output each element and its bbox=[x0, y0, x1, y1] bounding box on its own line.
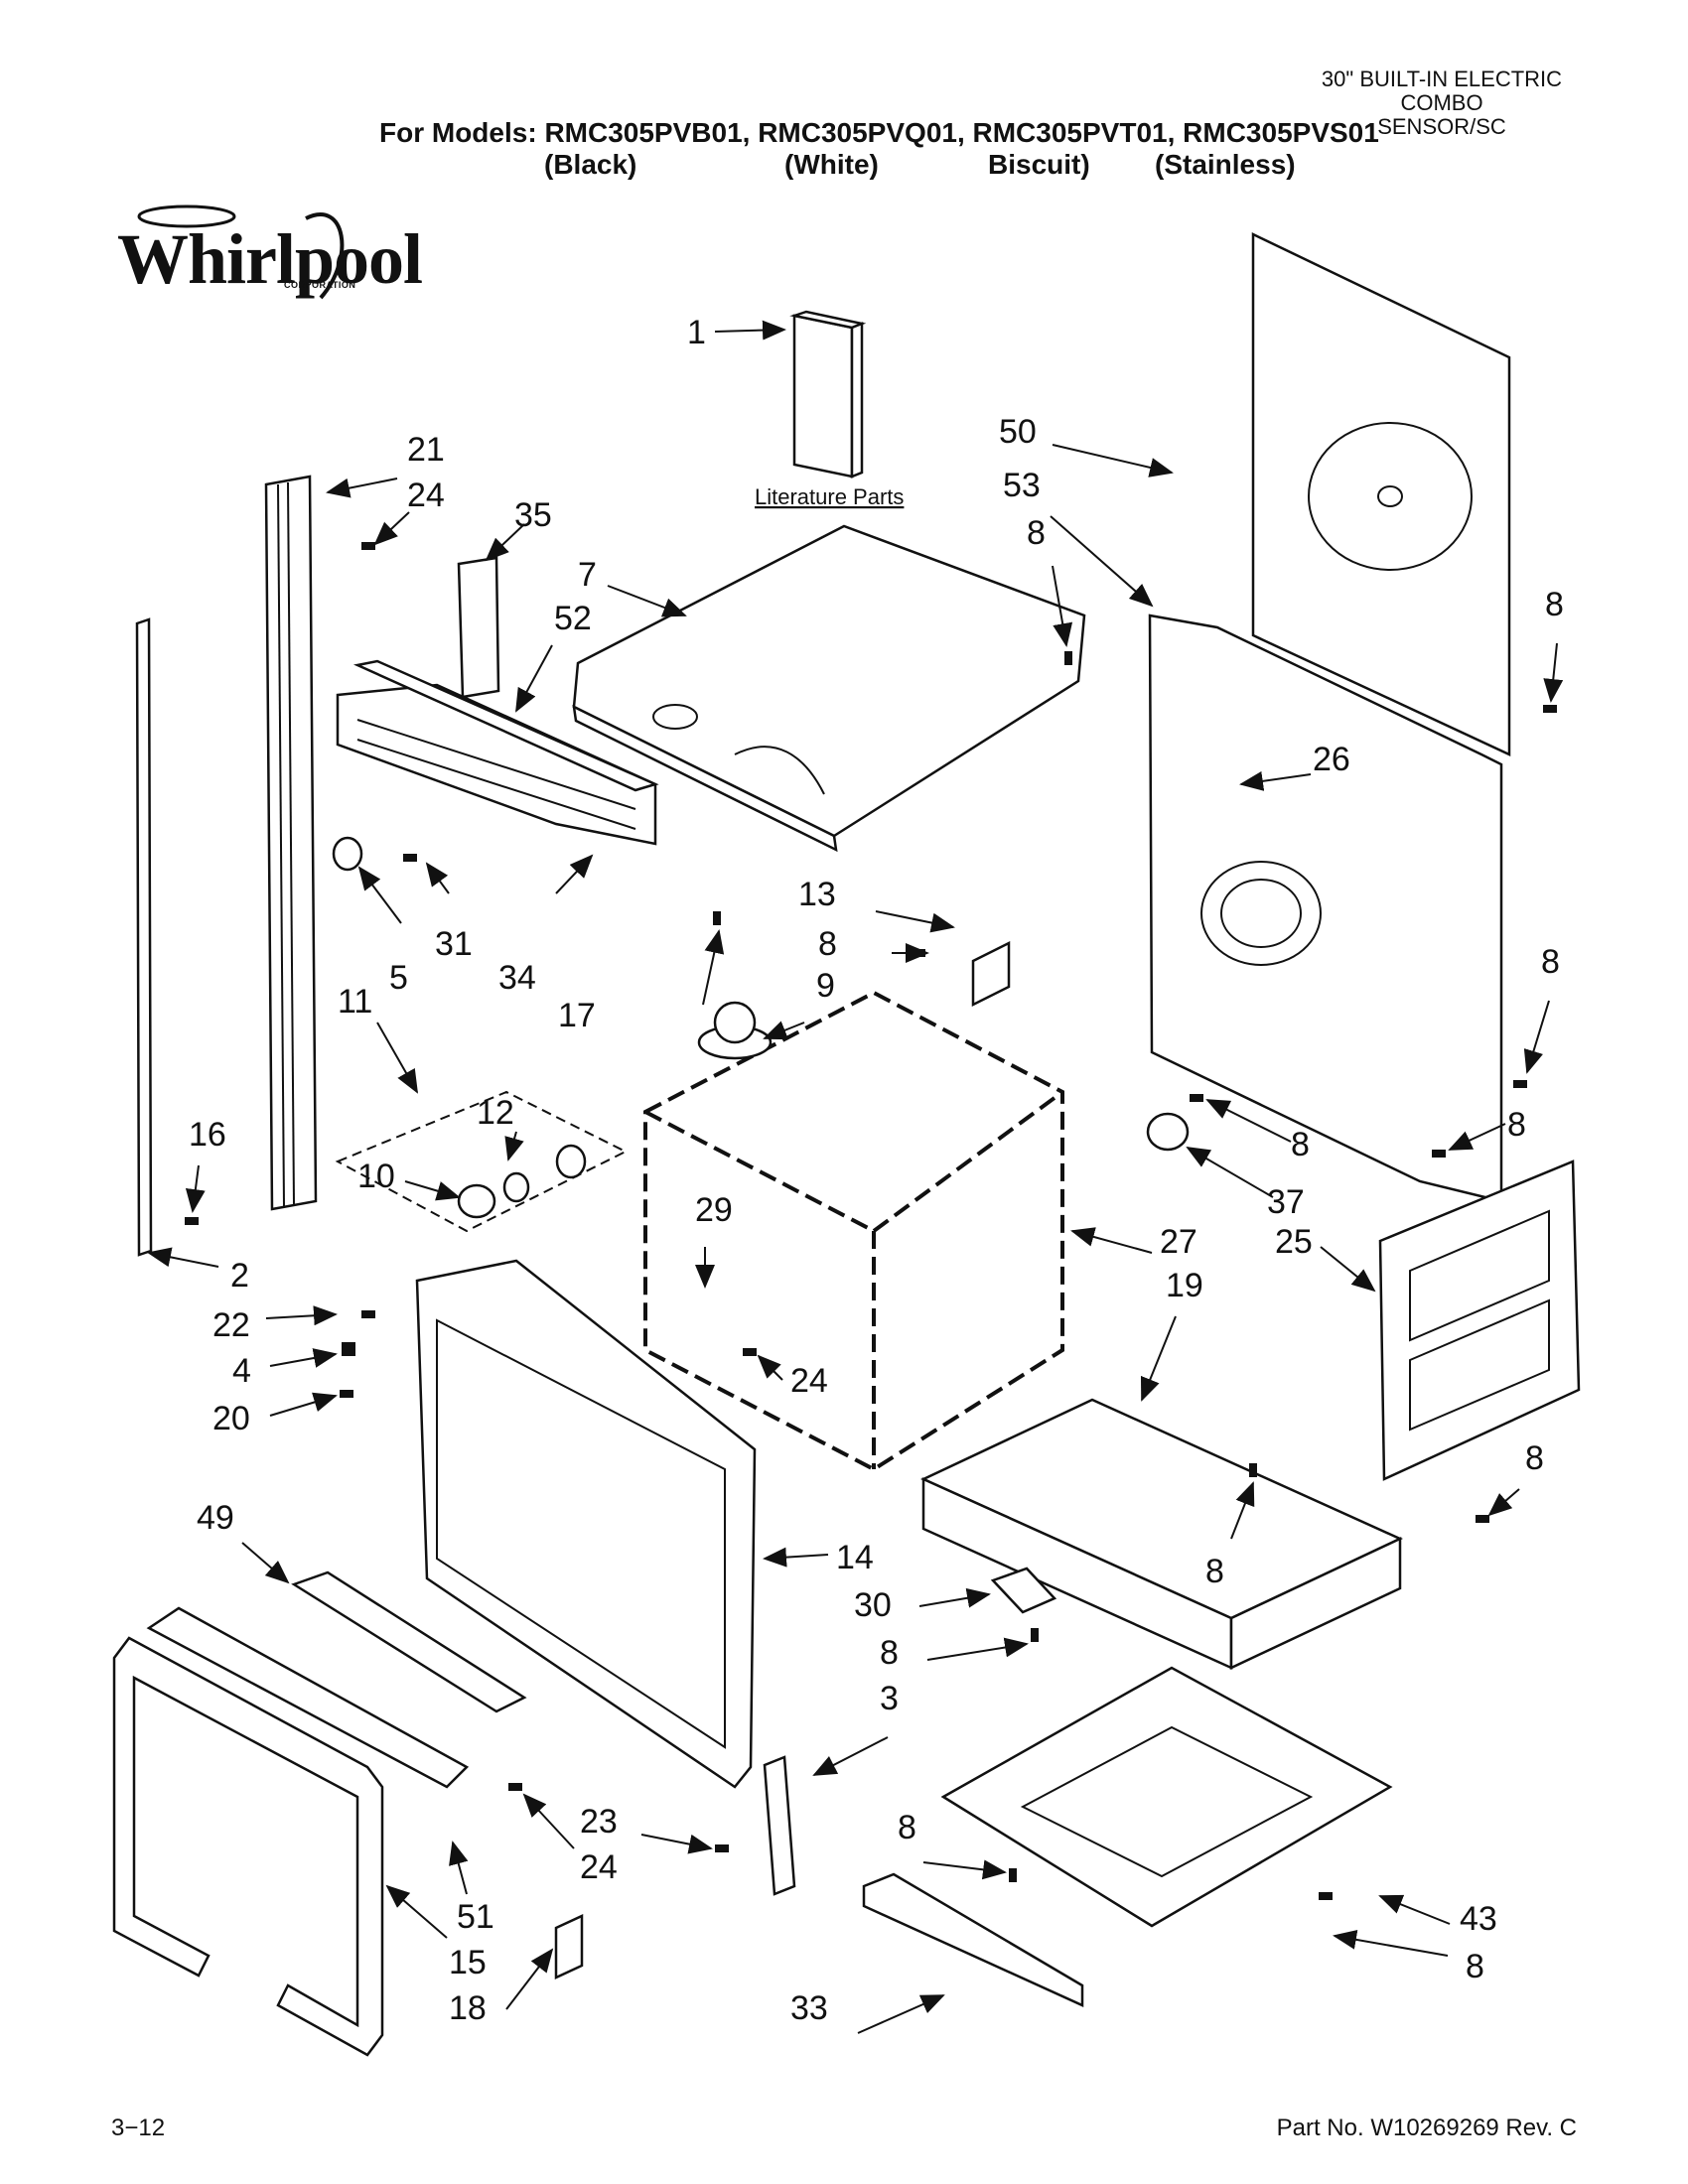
motor-9-part bbox=[697, 1001, 773, 1060]
logo-corporation: CORPORATION bbox=[284, 280, 356, 290]
callout-20: 20 bbox=[212, 1400, 250, 1437]
callout-8-shield: 8 bbox=[1205, 1553, 1224, 1590]
callout-35: 35 bbox=[514, 496, 552, 534]
clip-18-part bbox=[554, 1914, 584, 1979]
callout-14: 14 bbox=[836, 1539, 874, 1576]
callout-13: 13 bbox=[798, 876, 836, 913]
callout-30: 30 bbox=[854, 1586, 892, 1624]
callout-16: 16 bbox=[189, 1116, 226, 1154]
product-line-3: SENSOR/SC bbox=[1377, 114, 1506, 139]
bottom-tray-part bbox=[940, 1666, 1393, 1928]
kick-plate-part bbox=[862, 1872, 1084, 2007]
callout-9: 9 bbox=[816, 967, 835, 1005]
callout-33: 33 bbox=[790, 1989, 828, 2027]
callout-3: 3 bbox=[880, 1680, 899, 1717]
callout-1: 1 bbox=[687, 314, 706, 351]
callout-8-panel: 8 bbox=[1507, 1106, 1526, 1144]
callout-21: 21 bbox=[407, 431, 445, 469]
callout-23: 23 bbox=[580, 1803, 618, 1841]
leader-lines bbox=[147, 320, 1564, 2034]
callout-24-trim: 24 bbox=[580, 1848, 618, 1886]
callout-27: 27 bbox=[1160, 1223, 1197, 1261]
callout-18: 18 bbox=[449, 1989, 487, 2027]
callout-5: 5 bbox=[389, 959, 408, 997]
control-panel-part bbox=[336, 556, 659, 846]
callout-22: 22 bbox=[212, 1306, 250, 1344]
callout-11: 11 bbox=[338, 983, 372, 1021]
bottom-heat-shield-part bbox=[920, 1398, 1403, 1670]
light-assembly-part bbox=[335, 1090, 629, 1233]
rear-panel-part bbox=[1148, 232, 1511, 1203]
callout-8-lower-right: 8 bbox=[1525, 1439, 1544, 1477]
callout-26: 26 bbox=[1313, 741, 1350, 778]
callout-8-side: 8 bbox=[1541, 943, 1560, 981]
page-number: 3−12 bbox=[111, 2115, 166, 2141]
callout-34: 34 bbox=[498, 959, 536, 997]
door-trim-frame-part bbox=[112, 1636, 384, 2057]
oven-cavity-part bbox=[643, 990, 1064, 1472]
callout-24-cavity: 24 bbox=[790, 1362, 828, 1400]
logo-swoosh bbox=[137, 205, 345, 300]
callout-12: 12 bbox=[477, 1094, 514, 1132]
door-frame-part bbox=[415, 1259, 757, 1789]
vent-trim-part bbox=[146, 1570, 527, 1789]
callout-29: 29 bbox=[695, 1191, 733, 1229]
callout-15: 15 bbox=[449, 1944, 487, 1981]
callout-43: 43 bbox=[1460, 1900, 1497, 1938]
product-line-1: 30" BUILT-IN ELECTRIC bbox=[1321, 67, 1563, 91]
bracket-13-part bbox=[971, 940, 1011, 1008]
callout-2: 2 bbox=[230, 1257, 249, 1295]
color-white: (White) bbox=[784, 149, 879, 180]
top-cover-part bbox=[572, 524, 1086, 853]
callout-52: 52 bbox=[554, 600, 592, 637]
callout-8-tray: 8 bbox=[898, 1809, 916, 1846]
callout-17: 17 bbox=[558, 997, 596, 1034]
callout-8-bottom: 8 bbox=[1466, 1948, 1484, 1985]
product-line-2: COMBO bbox=[1400, 90, 1483, 115]
callout-8-bracket30: 8 bbox=[880, 1634, 899, 1672]
callout-4: 4 bbox=[232, 1352, 251, 1390]
callout-8-bracket: 8 bbox=[818, 925, 837, 963]
callout-10: 10 bbox=[357, 1158, 395, 1195]
color-biscuit: Biscuit) bbox=[988, 149, 1090, 180]
callout-8-switch: 8 bbox=[1291, 1126, 1310, 1163]
callout-19: 19 bbox=[1166, 1267, 1203, 1304]
logo-wordmark: Whirlpool bbox=[117, 219, 423, 299]
callout-50: 50 bbox=[999, 413, 1037, 451]
whirlpool-logo: Whirlpool CORPORATION bbox=[117, 199, 423, 308]
callout-7: 7 bbox=[578, 556, 597, 594]
callout-49: 49 bbox=[197, 1499, 234, 1537]
color-stainless: (Stainless) bbox=[1155, 149, 1296, 180]
bracket-30-part bbox=[990, 1567, 1057, 1614]
left-trim-strip-part bbox=[135, 475, 318, 1257]
callout-8-top: 8 bbox=[1027, 514, 1046, 552]
callout-53: 53 bbox=[1003, 467, 1041, 504]
side-panel-part bbox=[1378, 1160, 1581, 1481]
callout-31: 31 bbox=[435, 925, 473, 963]
callout-labels: 1 21 24 35 7 52 50 53 8 8 26 13 8 5 31 3… bbox=[189, 314, 1564, 2027]
callout-37: 37 bbox=[1267, 1183, 1305, 1221]
literature-parts-part: Literature Parts bbox=[755, 310, 904, 509]
knob-5-part bbox=[332, 836, 363, 872]
callout-25: 25 bbox=[1275, 1223, 1313, 1261]
callout-8-rear: 8 bbox=[1545, 586, 1564, 623]
color-black: (Black) bbox=[544, 149, 637, 180]
product-description: 30" BUILT-IN ELECTRIC COMBO SENSOR/SC bbox=[1313, 68, 1571, 139]
models-line: For Models: RMC305PVB01, RMC305PVQ01, RM… bbox=[379, 117, 1379, 148]
bracket-3-part bbox=[763, 1755, 796, 1896]
part-number: Part No. W10269269 Rev. C bbox=[1276, 2115, 1577, 2141]
callout-51: 51 bbox=[457, 1898, 494, 1936]
callout-24-top: 24 bbox=[407, 477, 445, 514]
literature-parts-label: Literature Parts bbox=[755, 484, 904, 509]
switch-37-part bbox=[1146, 1112, 1190, 1152]
